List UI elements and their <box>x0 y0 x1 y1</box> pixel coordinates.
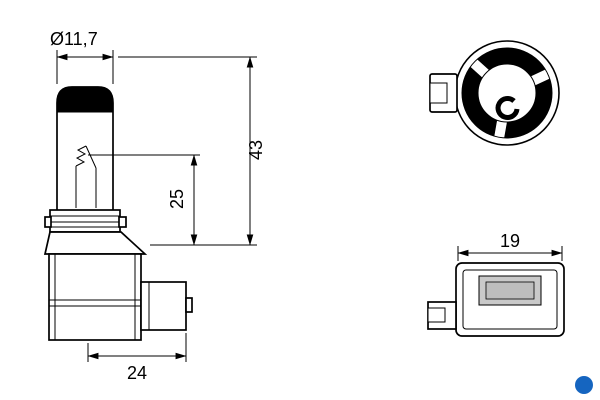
dim-overall-length: 43 <box>118 56 266 246</box>
base-body <box>48 253 142 341</box>
dim-base-width: 24 <box>87 333 187 383</box>
rear-base-inner-wall <box>462 269 558 330</box>
collar-lug-left <box>44 216 52 228</box>
base-skirt <box>43 231 148 255</box>
dim-base-width-label: 24 <box>127 363 147 383</box>
ring-keyed-collar <box>462 48 552 138</box>
side-connector-notch <box>185 297 193 313</box>
dim-base-height: 19 <box>457 231 563 261</box>
dim-light-center-length-label: 25 <box>167 189 187 209</box>
ring-front-view <box>429 40 560 146</box>
ring-contact-hook <box>495 96 520 120</box>
dim-light-center-length: 25 <box>88 154 200 246</box>
collar-ribs <box>44 209 127 233</box>
brand-dot <box>575 376 593 394</box>
filament-assembly <box>75 145 97 208</box>
ring-collar-inner-edge <box>477 63 537 123</box>
bulb-side-view: Ø11,7 43 25 24 <box>43 29 266 383</box>
rear-connector-tab <box>427 301 457 330</box>
ring-collar-outer-edge <box>461 47 553 139</box>
ring-side-tab <box>429 73 458 113</box>
dim-diameter: Ø11,7 <box>50 29 114 84</box>
side-connector-tab <box>140 281 193 331</box>
dim-overall-length-label: 43 <box>246 140 266 160</box>
glass-black-tip <box>56 86 114 113</box>
rear-cavity <box>478 275 542 306</box>
base-rear-view: 19 <box>427 231 565 337</box>
dim-diameter-label: Ø11,7 <box>50 29 98 49</box>
collar-lug-right <box>118 216 127 228</box>
dim-base-height-label: 19 <box>500 231 520 251</box>
